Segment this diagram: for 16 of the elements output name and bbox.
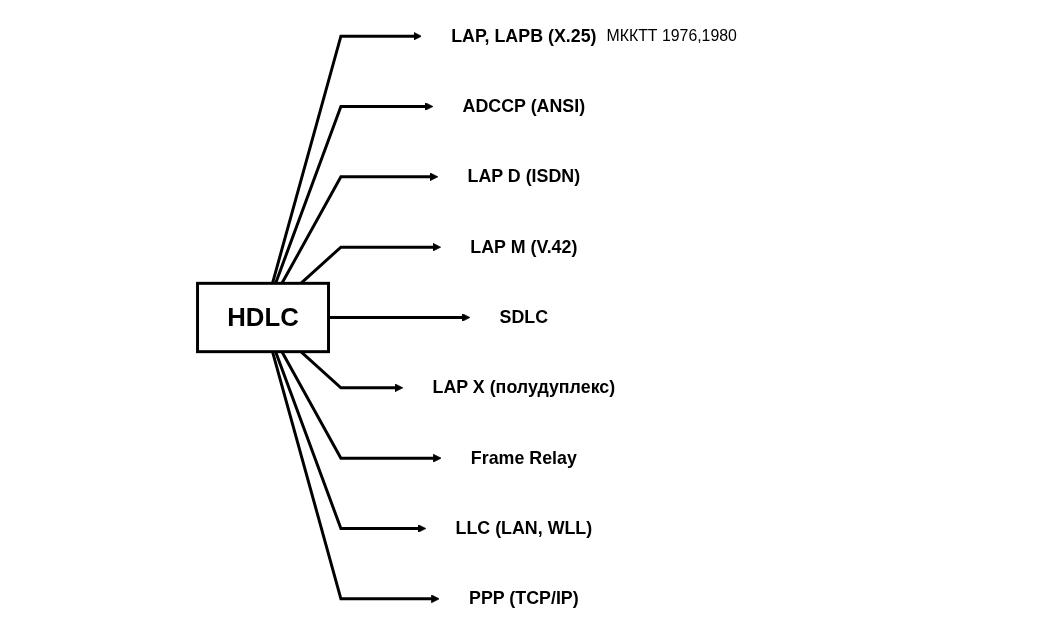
node-box: HDLC	[196, 281, 330, 354]
node-text: Frame Relay	[470, 447, 577, 468]
arrow	[274, 102, 434, 284]
arrow	[271, 351, 440, 604]
node-text: PPP (TCP/IP)	[469, 588, 579, 609]
node-text: SDLC	[499, 307, 549, 327]
arrow	[274, 351, 427, 533]
node-label: МККТТ 1976,1980	[606, 27, 737, 45]
node-text: LAP, LAPB (X.25)	[451, 25, 597, 46]
node-text: ADCCP (ANSI)	[462, 96, 586, 116]
node-text: LLC (LAN, WLL)	[455, 518, 593, 538]
node-text: LAP D (ISDN)	[467, 166, 581, 187]
arrow	[271, 31, 422, 284]
node-text: LAP X (полудуплекс)	[432, 377, 616, 398]
arrow	[328, 313, 471, 322]
node-text: LAP M (V.42)	[470, 236, 578, 257]
